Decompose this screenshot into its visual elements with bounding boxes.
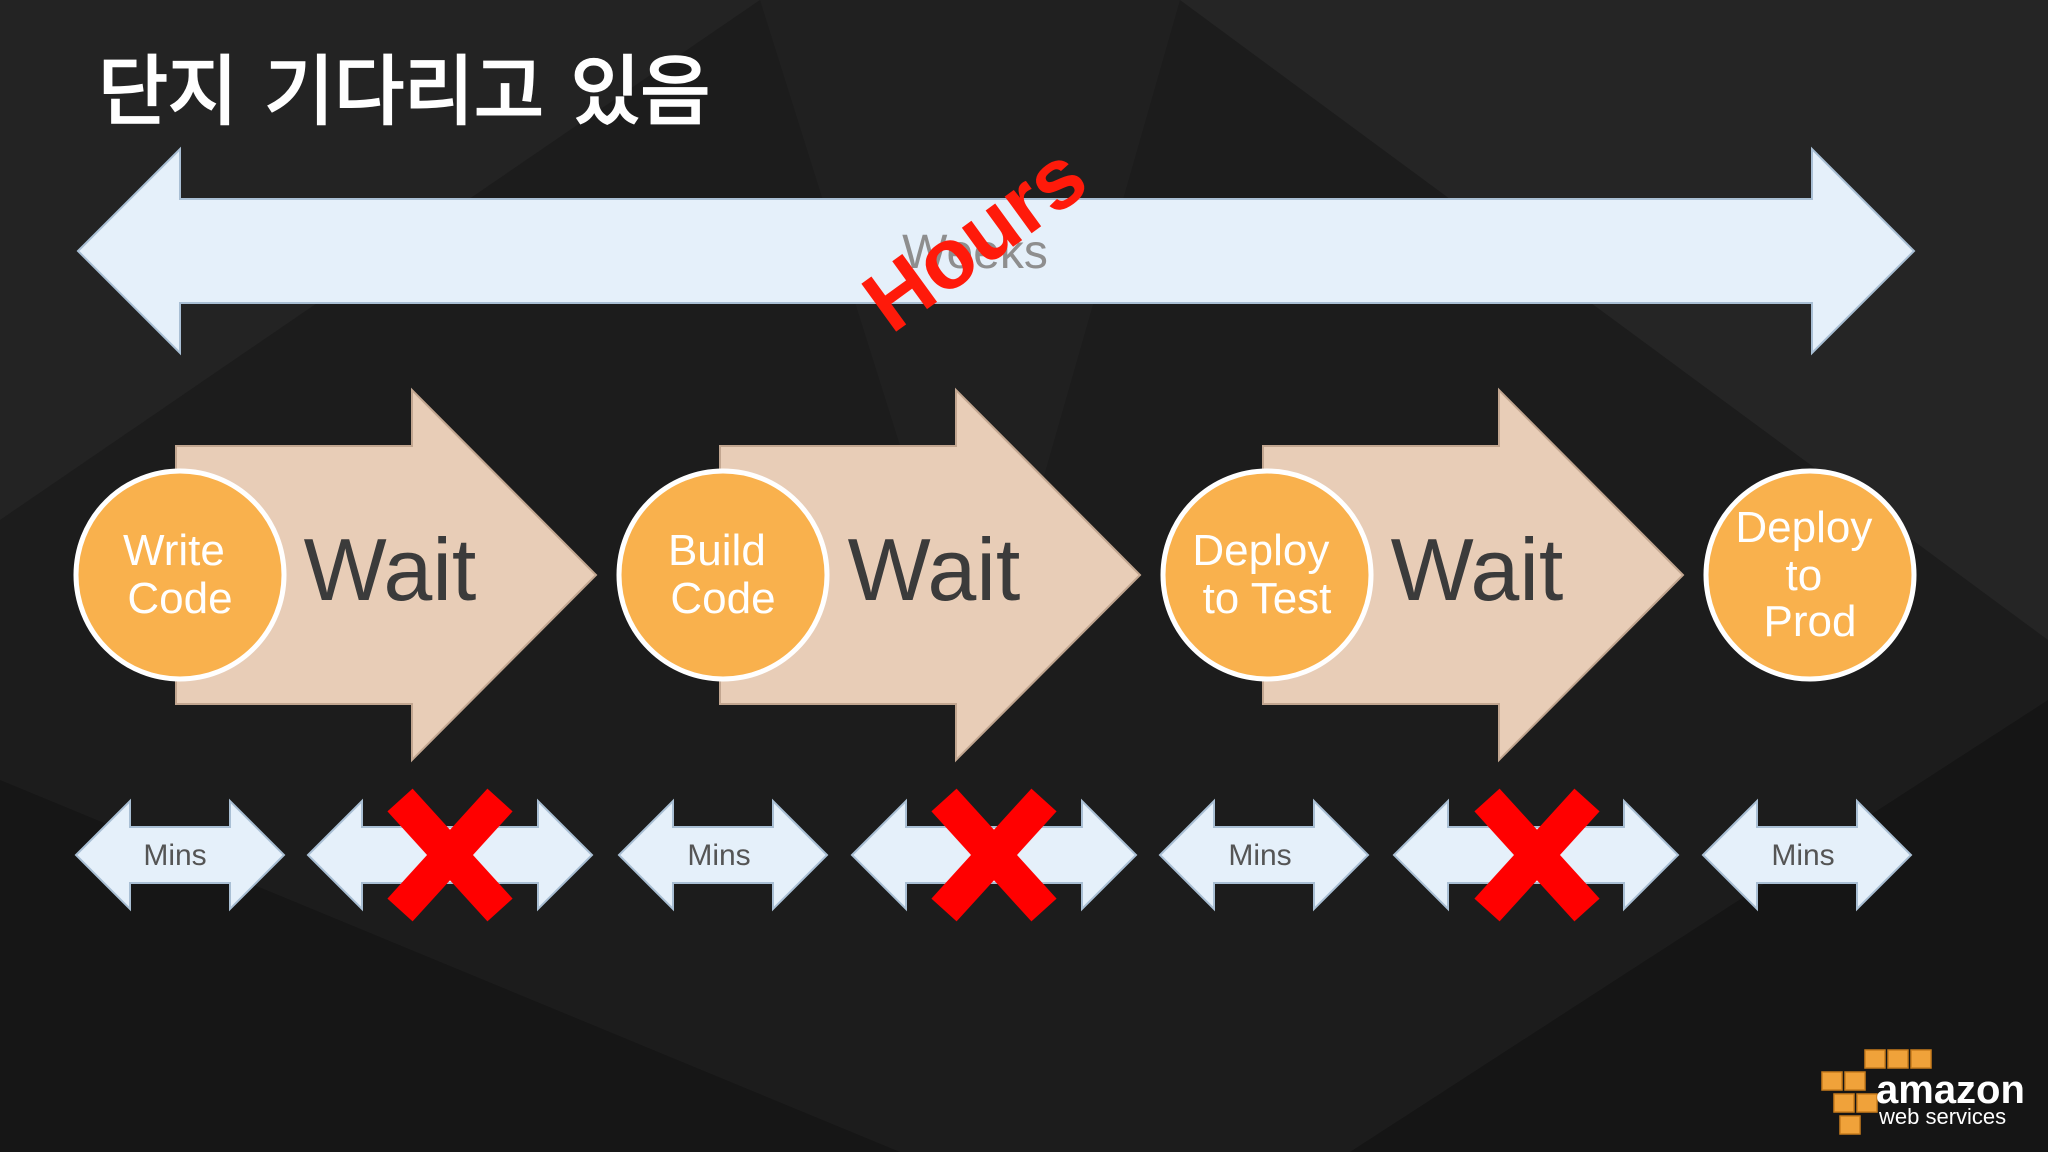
step-label-line: Code [670, 574, 775, 623]
step-label-line: Deploy [1735, 503, 1872, 552]
duration-arrow-4 [850, 788, 1138, 922]
duration-arrow-5: Mins [1158, 798, 1370, 912]
aws-logo: amazon web services [1821, 1049, 2025, 1135]
step-circle-deploy-to-prod: Deploy to Prod [1703, 468, 1917, 682]
step-label-line: Deploy [1192, 526, 1329, 575]
cross-mark [931, 788, 1057, 922]
svg-text:Deploy to Test: Deploy to Test [1192, 526, 1341, 623]
duration-arrow-2 [306, 788, 594, 922]
wait-label: Wait [304, 520, 477, 619]
step-label-line: to [1786, 551, 1823, 600]
slide-title: 단지 기다리고 있음 [98, 47, 710, 136]
wait-arrow-3: Wait [1262, 387, 1685, 763]
cross-mark [1474, 788, 1600, 922]
step-label-line: to Test [1203, 574, 1332, 623]
wait-arrow-1: Wait [175, 387, 598, 763]
step-label-line: Build [668, 526, 766, 575]
timeline-arrow [76, 146, 1916, 356]
duration-arrow-3: Mins [617, 798, 829, 912]
svg-text:Write Code: Write Code [123, 526, 237, 623]
step-label-line: Prod [1764, 597, 1857, 646]
duration-label: Mins [1228, 839, 1291, 872]
step-label-line: Code [127, 574, 232, 623]
duration-label: Mins [143, 839, 206, 872]
aws-cubes-icon [1821, 1049, 1932, 1135]
duration-label: Mins [687, 839, 750, 872]
wait-label: Wait [848, 520, 1021, 619]
duration-arrow-7: Mins [1701, 798, 1913, 912]
step-label-line: Write [123, 526, 225, 575]
step-circle-write-code: Write Code [73, 468, 287, 682]
timeline-label-weeks: Weeks [902, 226, 1048, 279]
step-circle-build-code: Build Code [616, 468, 830, 682]
svg-text:Deploy to Prod: Deploy to Prod [1735, 503, 1884, 646]
wait-arrow-2: Wait [719, 387, 1142, 763]
svg-text:Build Code: Build Code [668, 526, 778, 623]
duration-label: Mins [1771, 839, 1834, 872]
duration-arrow-1: Mins [74, 798, 286, 912]
step-circle-deploy-to-test: Deploy to Test [1160, 468, 1374, 682]
wait-label: Wait [1391, 520, 1564, 619]
aws-logo-subline: web services [1878, 1104, 2006, 1129]
cross-mark [387, 788, 513, 922]
aws-logo-wordmark: amazon [1876, 1068, 2025, 1112]
duration-arrow-6 [1392, 788, 1680, 922]
